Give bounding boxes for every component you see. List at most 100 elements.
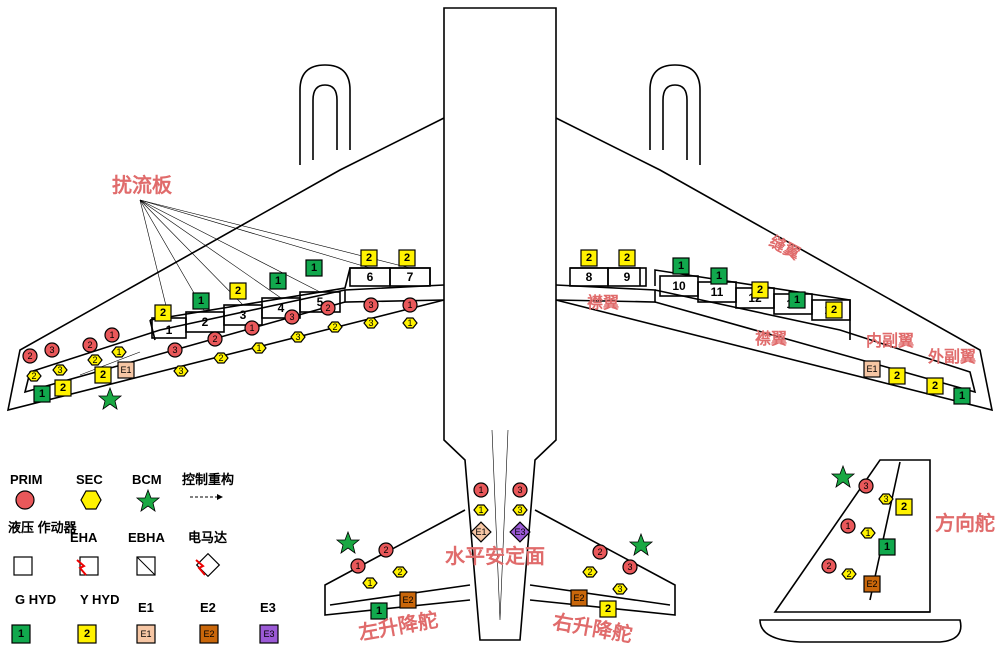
svg-text:1: 1 [367,578,372,588]
svg-text:1: 1 [865,528,870,538]
left-elevator-actuators: 1 2 1 2 1 E2 [335,530,417,620]
svg-text:E3: E3 [260,600,276,615]
svg-text:1: 1 [39,388,45,400]
svg-text:2: 2 [757,284,763,296]
svg-text:1: 1 [716,270,722,282]
hstab-actuators: 1 1 E1 3 3 E3 [470,482,531,543]
svg-text:1: 1 [845,521,850,531]
spoiler-number: 6 [367,270,374,284]
left-aileron-actuators: 1 2 2 E1 [33,361,135,410]
svg-text:3: 3 [295,332,300,342]
svg-text:3: 3 [617,584,622,594]
outer-aileron-label: 外副翼 [927,347,976,366]
svg-text:2: 2 [325,303,330,313]
inner-aileron-label: 内副翼 [866,331,914,350]
spoiler-number: 5 [317,295,324,309]
svg-text:2: 2 [586,252,592,264]
svg-text:2: 2 [366,252,372,264]
svg-text:E2: E2 [866,579,877,589]
svg-text:2: 2 [31,371,36,381]
svg-text:E1: E1 [120,365,131,375]
svg-text:1: 1 [198,295,204,307]
svg-text:3: 3 [57,365,62,375]
flaps-left-label: 襟翼 [587,293,619,312]
svg-text:2: 2 [27,351,32,361]
spoiler-number: 8 [586,270,593,284]
svg-text:控制重构: 控制重构 [182,472,234,487]
svg-text:3: 3 [517,505,522,515]
hyd-markers-spoilers: 2 1 2 1 1 2 2 2 2 1 1 2 1 2 [154,249,843,322]
right-engine [649,64,701,165]
right-elevator-label: 右升降舵 [551,609,634,647]
svg-text:2: 2 [383,545,388,555]
svg-text:2: 2 [87,340,92,350]
svg-text:E1: E1 [475,527,486,537]
svg-text:2: 2 [831,304,837,316]
left-elevator-label: 左升降舵 [357,607,440,645]
svg-text:2: 2 [901,501,907,513]
svg-text:3: 3 [178,366,183,376]
svg-text:2: 2 [100,369,106,381]
svg-text:3: 3 [883,494,888,504]
svg-text:1: 1 [109,330,114,340]
hstab-label: 水平安定面 [445,544,545,568]
svg-text:2: 2 [587,567,592,577]
svg-text:3: 3 [368,300,373,310]
svg-text:2: 2 [84,628,90,640]
svg-text:E3: E3 [263,629,274,639]
left-wing-computers: 2 2 3 3 2 1 2 1 3 3 2 2 1 1 3 3 2 2 3 3 … [22,297,418,382]
svg-text:1: 1 [376,605,382,617]
right-wing [555,117,994,412]
svg-text:2: 2 [932,380,938,392]
left-wing [6,117,445,412]
spoiler-number: 11 [711,285,724,299]
svg-text:1: 1 [311,262,317,274]
svg-text:1: 1 [18,628,24,640]
spoiler-number: 9 [624,270,631,284]
svg-text:1: 1 [959,390,965,402]
spoiler-number: 3 [240,308,247,322]
svg-text:3: 3 [289,312,294,322]
svg-text:EHA: EHA [70,530,98,545]
svg-text:3: 3 [517,485,522,495]
svg-text:Y HYD: Y HYD [80,592,120,607]
svg-text:SEC: SEC [76,472,103,487]
svg-text:1: 1 [116,347,121,357]
svg-text:1: 1 [794,294,800,306]
spoilers-label: 扰流板 [112,173,173,197]
slats-label: 缝翼 [766,232,803,264]
svg-text:1: 1 [256,343,261,353]
svg-text:EBHA: EBHA [128,530,165,545]
right-aileron-actuators: E1 2 2 1 [863,360,971,405]
svg-text:1: 1 [478,485,483,495]
svg-text:E2: E2 [402,595,413,605]
svg-text:液压 作动器: 液压 作动器 [8,520,78,535]
flaps-right-label: 襟翼 [755,329,787,348]
svg-text:2: 2 [332,322,337,332]
svg-text:1: 1 [249,323,254,333]
svg-text:3: 3 [172,345,177,355]
svg-text:2: 2 [218,353,223,363]
svg-text:2: 2 [826,561,831,571]
svg-text:2: 2 [60,382,66,394]
right-elevator-actuators: 2 3 2 3 E2 2 [570,532,654,618]
spoiler-number: 10 [672,279,686,293]
spoiler-number: 1 [166,323,173,337]
svg-text:2: 2 [160,307,166,319]
svg-text:E1: E1 [138,600,154,615]
svg-text:G HYD: G HYD [15,592,56,607]
spoiler-number: 7 [407,270,414,284]
svg-text:BCM: BCM [132,472,162,487]
svg-text:3: 3 [368,318,373,328]
left-engine [299,64,351,165]
spoiler-number: 2 [202,315,209,329]
svg-text:2: 2 [846,569,851,579]
svg-text:1: 1 [407,318,412,328]
svg-text:2: 2 [212,334,217,344]
svg-text:PRIM: PRIM [10,472,43,487]
svg-text:电马达: 电马达 [188,530,227,545]
svg-text:3: 3 [49,345,54,355]
svg-text:2: 2 [235,285,241,297]
rudder-actuators: 3 3 1 1 2 2 2 1 E2 [821,464,913,593]
